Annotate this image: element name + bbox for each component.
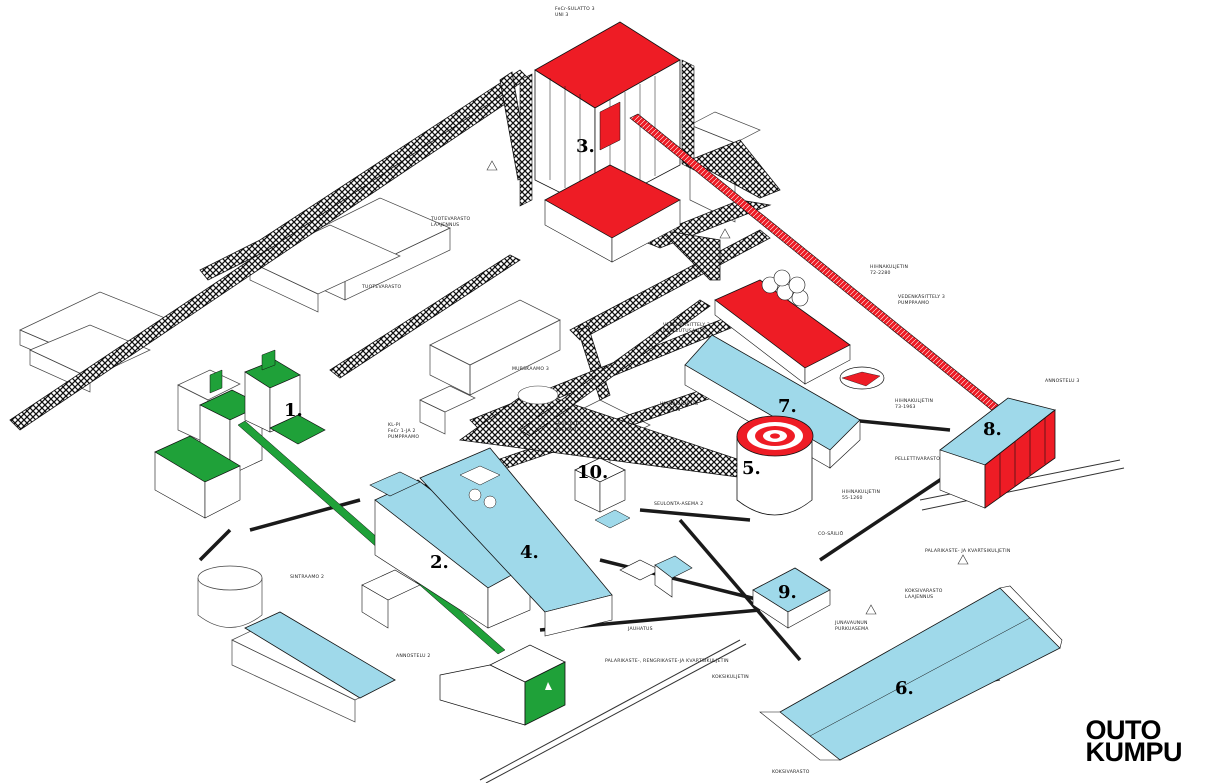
diagram-labels: FeCr-SULATTO 3 UNI 3 TUOTEVARASTO LAAJEN… — [290, 6, 1080, 775]
water-treatment-plant — [714, 269, 885, 390]
label-sintraamo: SINTRAAMO 2 — [290, 574, 324, 580]
seulonta-asema-tank — [517, 385, 559, 405]
label-koksivarasto-lajennus-2: LAAJENNUS — [905, 594, 933, 600]
label-palarikaste-kvartsi: PALARIKASTE- JA KVARTSIKULJETIN — [925, 548, 1010, 554]
building-2-and-4-complex — [361, 447, 613, 637]
label-number-2: 2. — [430, 552, 449, 573]
label-pellettivarasto: PELLETTIVARASTO — [895, 456, 940, 462]
building-5-co-tank — [736, 415, 814, 516]
building-6-coke-warehouse — [759, 585, 1063, 761]
label-koksivarasto-lajennus: KOKSIVARASTO — [905, 588, 943, 594]
label-hihnakuljetin-right: HIHNAKULJETIN — [895, 398, 933, 404]
label-number-6: 6. — [895, 678, 914, 699]
label-fecr-sulatto: FeCr-SULATTO 3 — [555, 6, 595, 12]
label-number-4: 4. — [520, 542, 539, 563]
label-murskaamo: MURSKAAMO 3 — [512, 366, 549, 372]
outokumpu-logo: OUTO KUMPU — [1085, 715, 1183, 767]
building-1-sintering — [154, 349, 326, 519]
label-seulonta-asema-2b: SEULONTA-ASEMA 2 — [654, 501, 703, 507]
label-hihnakuljetin-small: HIHNAKULJETIN — [660, 401, 698, 407]
label-co-kaasu: CO-SÄILIÖ — [818, 530, 844, 537]
label-palarikaste-rengas: PALARIKASTE-, RENGRIKASTE-JA KVARTSIKULJ… — [605, 658, 729, 664]
label-number-5: 5. — [742, 458, 761, 479]
label-fecr-sulatto-unit: UNI 3 — [555, 12, 569, 18]
label-hihnakuljetin-top: HIHNAKULJETIN — [870, 264, 908, 270]
label-koksikuljetin: KOKSIKULJETIN — [712, 674, 749, 680]
label-number-10: 10. — [577, 462, 608, 483]
label-number-8: 8. — [983, 419, 1002, 440]
logo-line-1: OUTO — [1085, 715, 1162, 745]
building-3-smelter — [519, 21, 695, 263]
label-number-1: 1. — [284, 400, 303, 421]
label-pumppaamo-3: PUMPPAAMO — [388, 434, 419, 440]
label-hihnakuljetin-mid-2: 55-1260 — [842, 495, 863, 501]
label-hihnakuljetin-small-2: 51-3025 — [660, 407, 681, 413]
label-seulonta-asema: SEULONTA- — [555, 421, 583, 427]
label-tuotevarasto-lajennus-2: LAAJENNUS — [431, 222, 459, 228]
label-number-3: 3. — [576, 136, 595, 157]
label-junavaunun: JUNAVAUNUN — [834, 620, 868, 626]
label-pumppaamo-2: FeCr 1-JA 2 — [388, 428, 416, 434]
warning-triangles — [486, 160, 969, 615]
label-junavaunun-2: PURKUASEMA — [835, 626, 869, 632]
label-seulonta-asema-2: ASEMA 1 — [555, 427, 577, 433]
logo-line-2: KUMPU — [1085, 737, 1183, 767]
label-pumppaamo: KL-PI — [388, 422, 400, 428]
building-10-screening — [574, 457, 693, 598]
building-8-dosing — [939, 397, 1056, 509]
dosing-2-warehouse — [244, 611, 396, 699]
building-9-rail-unloading — [752, 567, 831, 629]
dosing-2-unit — [439, 644, 566, 726]
label-hihnakuljetin-right-2: 73-1963 — [895, 404, 916, 410]
label-number-7: 7. — [778, 396, 797, 417]
label-tuotevarasto-lajennus: TUOTEVARASTO — [430, 216, 471, 222]
label-vedenkasittely-pump: VEDENKÄSITTELY 3 — [898, 293, 945, 300]
label-number-9: 9. — [778, 582, 797, 603]
label-vedenkasittely-lasku: VEDENKÄSITTELY 3 — [663, 321, 710, 328]
label-hihnakuljetin-top-2: 72-2280 — [870, 270, 891, 276]
label-jauhatus: JAUHATUS — [627, 626, 653, 632]
label-koksivarasto: KOKSIVARASTO — [772, 769, 810, 775]
label-annostelu-3: ANNOSTELU 3 — [1045, 378, 1080, 384]
label-annostelu-2: ANNOSTELU 2 — [396, 653, 431, 659]
label-vedenkasittely-lasku-2: LASKEUTUSALLAS — [663, 328, 707, 334]
label-hihnakuljetin-mid: HIHNAKULJETIN — [842, 489, 880, 495]
label-tuotevarasto: TUOTEVARASTO — [361, 284, 402, 290]
label-vedenkasittely-pump-2: PUMPPAAMO — [898, 300, 929, 306]
